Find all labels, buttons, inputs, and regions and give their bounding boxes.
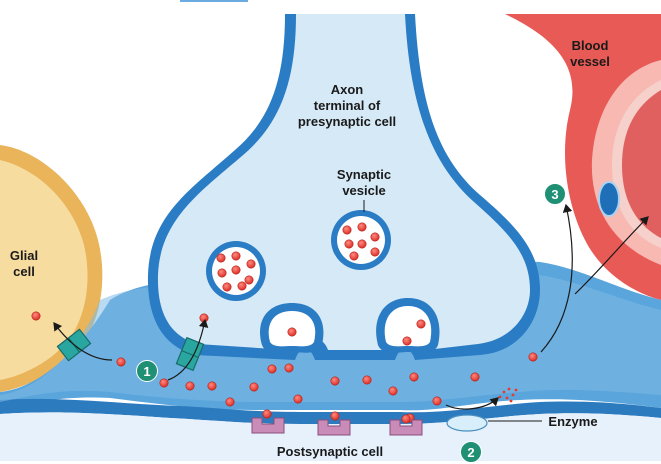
- neurotransmitter-dot-icon: [284, 363, 294, 373]
- neurotransmitter-dot-icon: [244, 275, 254, 285]
- glial-label-line2: cell: [13, 264, 35, 279]
- step-2-badge: 2: [460, 441, 482, 463]
- neurotransmitter-dot-icon: [349, 251, 359, 261]
- axon-label-line3: presynaptic cell: [297, 114, 397, 129]
- blood-cell: [598, 181, 620, 217]
- neurotransmitter-dot-icon: [470, 372, 480, 382]
- neurotransmitter-dot-icon: [357, 239, 367, 249]
- neurotransmitter-dot-icon: [31, 311, 41, 321]
- enzyme-fragments: [498, 387, 518, 403]
- neurotransmitter-dot-icon: [216, 253, 226, 263]
- neurotransmitters: [31, 222, 538, 424]
- neurotransmitter-dot-icon: [357, 222, 367, 232]
- neurotransmitter-dot-icon: [293, 394, 303, 404]
- enzyme-label: Enzyme: [548, 414, 598, 429]
- docked-vesicle-right: [376, 298, 440, 353]
- neurotransmitter-dot-icon: [388, 386, 398, 396]
- arrow-icon: [53, 322, 113, 361]
- blood-vessel-label: Blood vessel: [560, 38, 620, 70]
- neurotransmitter-dot-icon: [416, 319, 426, 329]
- neurotransmitter-dot-icon: [432, 396, 442, 406]
- synaptic-vesicle-label: Synaptic vesicle: [322, 167, 406, 199]
- neurotransmitter-dot-icon: [237, 281, 247, 291]
- glial-cell: [0, 145, 103, 392]
- neurotransmitter-dot-icon: [231, 251, 241, 261]
- neurotransmitter-dot-icon: [370, 232, 380, 242]
- blood-label-line1: Blood: [571, 38, 609, 53]
- transporter-icon: [175, 336, 205, 372]
- neurotransmitter-dot-icon: [199, 313, 209, 323]
- arrow-icon: [445, 397, 499, 410]
- glial-label-line1: Glial: [9, 248, 39, 263]
- neurotransmitter-dot-icon: [262, 409, 272, 419]
- arrows: [53, 203, 649, 410]
- receptor-icon: [251, 417, 285, 434]
- vesicle-label-line2: vesicle: [342, 183, 386, 198]
- neurotransmitter-dot-icon: [217, 268, 227, 278]
- step-3-badge: 3: [544, 183, 566, 205]
- neurotransmitter-dot-icon: [344, 239, 354, 249]
- axon-label-line2: terminal of: [313, 98, 381, 113]
- neurotransmitter-dot-icon: [287, 327, 297, 337]
- blood-label-line2: vessel: [570, 54, 610, 69]
- postsynaptic-cell-label: Postsynaptic cell: [276, 444, 384, 459]
- neurotransmitter-dot-icon: [185, 381, 195, 391]
- receptor-icon: [389, 419, 423, 436]
- step-1-badge: 1: [136, 360, 158, 382]
- neurotransmitter-dot-icon: [330, 376, 340, 386]
- neurotransmitter-dot-icon: [362, 375, 372, 385]
- arrow-icon: [574, 216, 649, 295]
- neurotransmitter-dot-icon: [528, 352, 538, 362]
- neurotransmitter-dot-icon: [231, 265, 241, 275]
- blood-vessel: [505, 14, 661, 300]
- neurotransmitter-dot-icon: [225, 397, 235, 407]
- receptor-icon: [317, 419, 351, 436]
- neurotransmitter-dot-icon: [330, 411, 340, 421]
- neurotransmitter-dot-icon: [370, 247, 380, 257]
- arrow-icon: [167, 318, 209, 381]
- neurotransmitter-dot-icon: [342, 225, 352, 235]
- neurotransmitter-dot-icon: [267, 364, 277, 374]
- neurotransmitter-dot-icon: [207, 381, 217, 391]
- neurotransmitter-dot-icon: [159, 378, 169, 388]
- axon-label-line1: Axon: [330, 82, 364, 97]
- enzyme-icon: [446, 414, 488, 432]
- neurotransmitter-dot-icon: [409, 372, 419, 382]
- neurotransmitter-dot-icon: [246, 259, 256, 269]
- neurotransmitter-dot-icon: [222, 282, 232, 292]
- vesicle-label-line1: Synaptic: [336, 167, 392, 182]
- neurotransmitter-dot-icon: [116, 357, 126, 367]
- glial-cell-label: Glial cell: [4, 248, 44, 280]
- axon-terminal-label: Axon terminal of presynaptic cell: [292, 82, 402, 130]
- neurotransmitter-dot-icon: [249, 382, 259, 392]
- neurotransmitter-dot-icon: [402, 336, 412, 346]
- neurotransmitter-dot-icon: [401, 414, 411, 424]
- arrow-icon: [540, 203, 573, 353]
